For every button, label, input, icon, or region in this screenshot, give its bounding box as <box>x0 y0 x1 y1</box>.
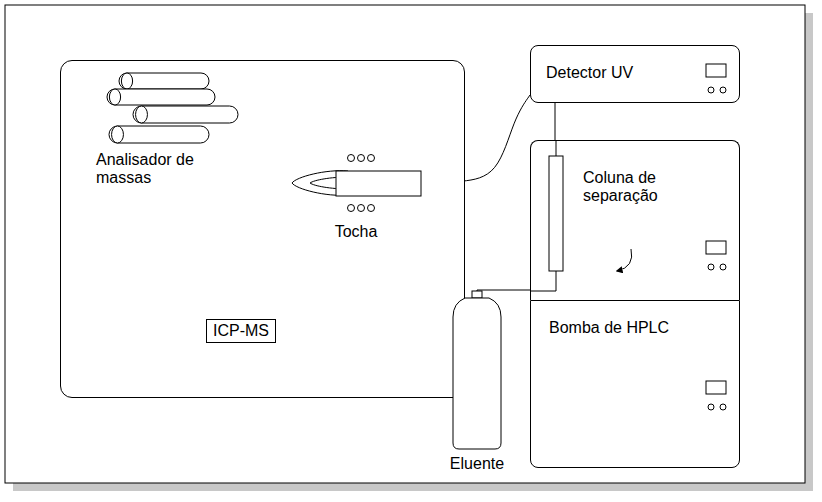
tube <box>531 271 556 291</box>
eluent-bottle: Eluente <box>445 291 513 479</box>
text-holder: Detector UV <box>546 64 696 82</box>
analyzer-rod <box>107 89 215 105</box>
node-label: Eluente <box>445 455 509 473</box>
outer-frame <box>5 5 805 483</box>
control-knob <box>720 87 726 93</box>
rf-coil <box>368 155 375 162</box>
text-holder: ICP-MS <box>206 319 276 343</box>
bottle-body <box>453 298 501 449</box>
rod-end <box>136 106 148 123</box>
bottle-cap <box>472 291 482 298</box>
torch-body <box>336 171 421 196</box>
node-label: Coluna de separação <box>583 169 683 206</box>
node-label: Bomba de HPLC <box>549 319 699 337</box>
text-holder: Bomba de HPLC <box>549 319 699 337</box>
text-holder: Tocha <box>316 223 396 241</box>
illustration <box>61 61 466 399</box>
text-holder: Analisador de massas <box>96 151 196 188</box>
rf-coil <box>358 205 365 212</box>
text-holder: Coluna de separação <box>583 169 683 206</box>
rf-coil <box>358 155 365 162</box>
illustration <box>445 291 509 479</box>
analyzer-rod <box>133 106 238 123</box>
node-label: Tocha <box>316 223 396 241</box>
tubing-connector <box>555 103 556 140</box>
flow-arrow <box>617 249 632 271</box>
tubing-connector <box>477 290 530 291</box>
rod-end <box>112 126 124 143</box>
control-knob <box>720 264 726 270</box>
analyzer-rod <box>109 126 209 143</box>
torch: Tocha <box>286 149 426 249</box>
control-knob <box>708 404 714 410</box>
column-section: Coluna de separação <box>530 140 740 300</box>
rod-end <box>121 73 132 89</box>
hplc-pump-section: Bomba de HPLC <box>530 300 740 468</box>
display-window <box>706 64 726 77</box>
analyzer-rod <box>119 73 209 89</box>
display-window <box>706 241 726 254</box>
text-holder: Eluente <box>445 455 509 473</box>
node-label: Analisador de massas <box>96 151 196 188</box>
control-knob <box>708 264 714 270</box>
rf-coil <box>348 205 355 212</box>
mass-analyzer: Analisador de massas <box>96 69 256 199</box>
separation-column <box>549 156 563 271</box>
rf-coil <box>348 155 355 162</box>
illustration <box>531 141 741 301</box>
rod-end <box>109 89 120 105</box>
instrument-label: ICP-MS <box>206 319 276 343</box>
display-window <box>706 381 726 394</box>
tube <box>556 141 557 156</box>
uv-detector-box: Detector UV <box>530 45 740 103</box>
control-knob <box>708 87 714 93</box>
icpms-box: ICP-MS Analisador de massasTocha <box>60 60 465 398</box>
node-label: Detector UV <box>546 64 696 82</box>
control-knob <box>720 404 726 410</box>
rf-coil <box>368 205 375 212</box>
